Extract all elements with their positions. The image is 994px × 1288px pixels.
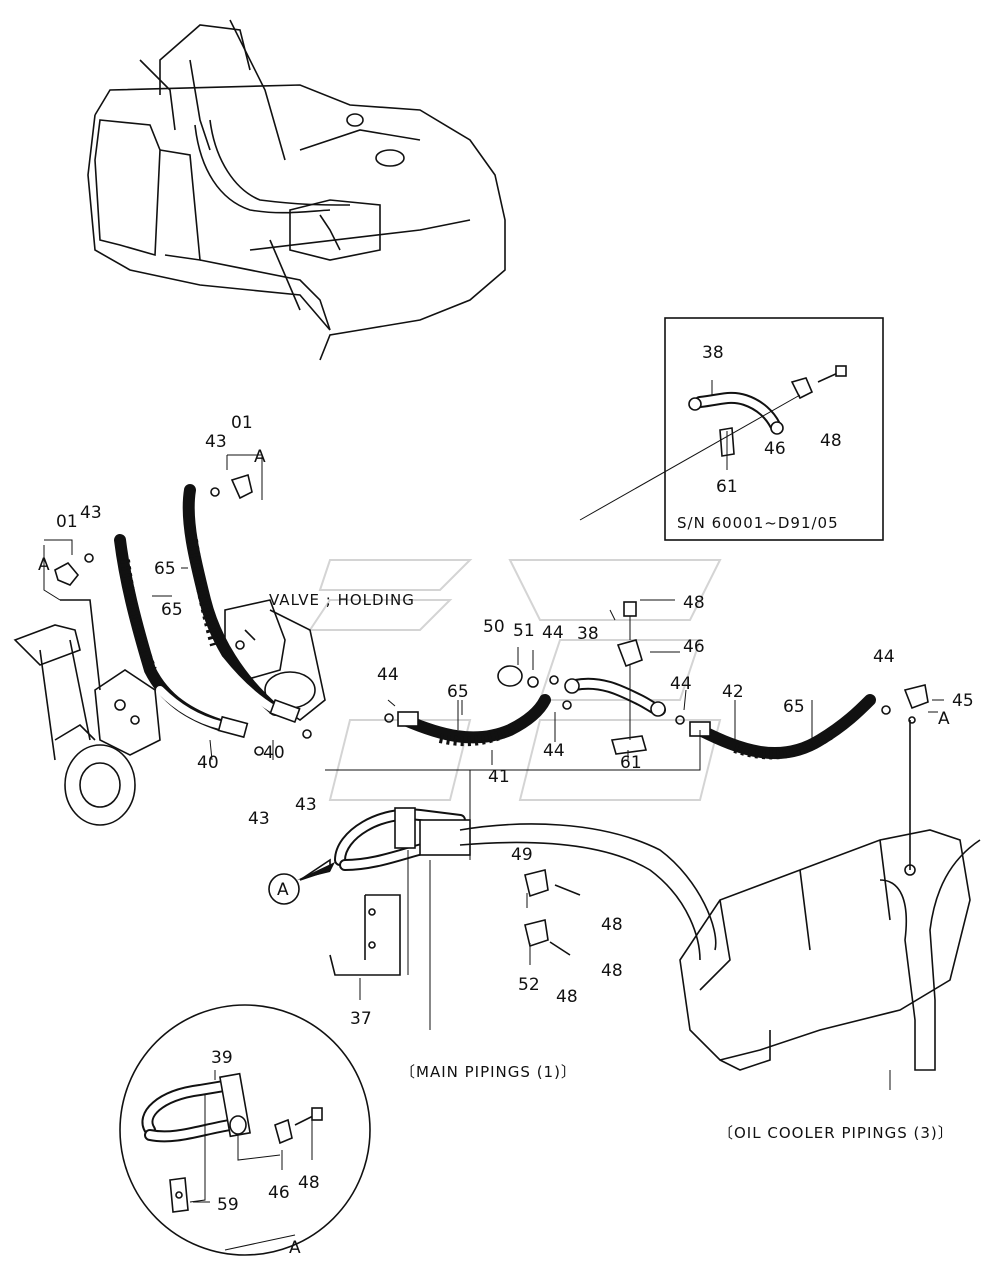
part-label-39: 39 [211, 1048, 233, 1068]
part-label-52: 52 [518, 975, 540, 995]
part-label-44-d: 44 [670, 674, 692, 694]
fittings [54, 473, 929, 756]
part-label-43-top: 43 [205, 432, 227, 452]
hose-65-right [689, 694, 876, 760]
part-label-44-b: 44 [542, 623, 564, 643]
part-label-48-detail: 48 [298, 1173, 320, 1193]
part-label-38: 38 [577, 624, 599, 644]
part-labels: 38 48 46 61 01 43 A 01 43 A 65 65 40 40 … [38, 343, 974, 1215]
part-label-41: 41 [488, 767, 510, 787]
control-valve-bank [679, 720, 981, 1090]
hose-65-left [114, 534, 249, 739]
part-label-a-right: A [938, 709, 950, 729]
caption-serial-range: S/N 60001~D91/05 [677, 514, 839, 532]
caption-oil-cooler-pipings: 〔OIL COOLER PIPINGS (3)〕 [718, 1124, 954, 1142]
part-label-48-c: 48 [601, 961, 623, 981]
captions: VALVE ; HOLDING S/N 60001~D91/05 〔MAIN P… [269, 514, 954, 1258]
part-label-65-b: 65 [161, 600, 183, 620]
pipe-clamp-assembly [297, 807, 717, 976]
part-label-40-a: 40 [197, 753, 219, 773]
part-label-65-c: 65 [447, 682, 469, 702]
callout-a: A [268, 873, 300, 905]
part-label-42: 42 [722, 682, 744, 702]
part-label-01-top: 01 [231, 413, 253, 433]
part-label-45: 45 [952, 691, 974, 711]
hose-65-middle [397, 665, 551, 747]
serial-inset-box [579, 317, 884, 541]
leader-lines [43, 454, 944, 1030]
part-label-49: 49 [511, 845, 533, 865]
part-label-51: 51 [513, 621, 535, 641]
part-label-48-a: 48 [683, 593, 705, 613]
boom-cylinder-assembly [13, 599, 161, 826]
caption-main-pipings: 〔MAIN PIPINGS (1)〕 [400, 1063, 577, 1081]
hose-65-center [182, 484, 301, 724]
part-label-43-b: 43 [295, 795, 317, 815]
part-label-37: 37 [350, 1009, 372, 1029]
part-label-48-b: 48 [601, 915, 623, 935]
part-label-38-inset: 38 [702, 343, 724, 363]
part-label-44-a: 44 [377, 665, 399, 685]
part-label-40-b: 40 [263, 743, 285, 763]
part-label-46-inset: 46 [764, 439, 786, 459]
part-label-a-top: A [254, 447, 266, 467]
part-label-59: 59 [217, 1195, 239, 1215]
part-label-65-a: 65 [154, 559, 176, 579]
part-label-01-left: 01 [56, 512, 78, 532]
callout-a-label: A [277, 880, 289, 900]
part-label-65-d: 65 [783, 697, 805, 717]
part-label-61-inset: 61 [716, 477, 738, 497]
part-label-46: 46 [683, 637, 705, 657]
caption-valve-holding: VALVE ; HOLDING [269, 591, 415, 609]
part-label-44-c: 44 [543, 741, 565, 761]
part-label-a-left: A [38, 555, 50, 575]
part-label-50: 50 [483, 617, 505, 637]
part-label-61: 61 [620, 753, 642, 773]
part-label-48-d: 48 [556, 987, 578, 1007]
part-label-48-inset: 48 [820, 431, 842, 451]
pipe-38 [564, 601, 666, 755]
watermark-logo [308, 559, 722, 801]
part-label-43-a: 43 [248, 809, 270, 829]
excavator-overview [87, 19, 506, 361]
caption-detail-a: A [289, 1238, 301, 1258]
part-label-46-detail: 46 [268, 1183, 290, 1203]
part-label-44-e: 44 [873, 647, 895, 667]
detail-circle-a [119, 1004, 371, 1256]
part-label-43-left: 43 [80, 503, 102, 523]
